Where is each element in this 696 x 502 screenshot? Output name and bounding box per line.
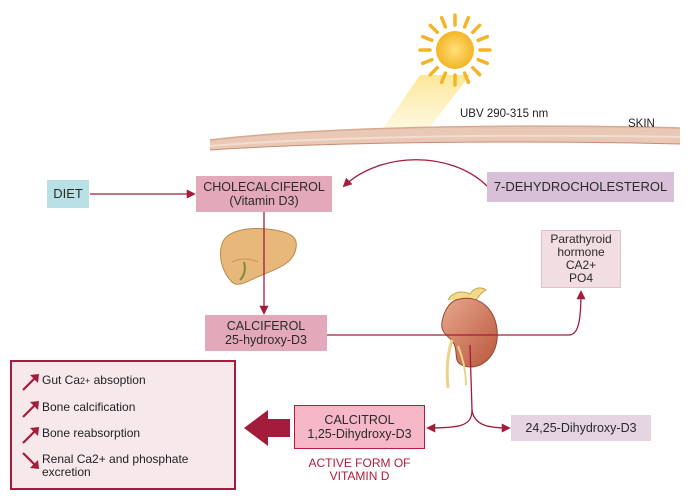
cholecalciferol-node: CHOLECALCIFEROL (Vitamin D3)	[196, 176, 332, 212]
arrow-kidney-to-24-25	[471, 409, 511, 433]
sun-ray	[470, 23, 482, 35]
sun-ray	[476, 57, 490, 66]
parathyroid-line-1: Parathyroid	[550, 231, 612, 246]
parathyroid-line-2: hormone	[557, 244, 605, 259]
skin-label: SKIN	[628, 118, 655, 130]
calciferol-title: CALCIFEROL	[226, 318, 306, 333]
cholecalciferol-subtitle: (Vitamin D3)	[229, 194, 299, 208]
uv-beam	[375, 75, 470, 140]
effect-gut-label: Gut Ca2+ absoption	[42, 373, 146, 387]
skin-layer	[209, 125, 681, 151]
dihydroxy-24-25-label: 24,25-Dihydroxy-D3	[525, 420, 637, 435]
sun-ray	[462, 71, 471, 85]
arrow-up-right-icon	[22, 401, 39, 418]
effect-renal-line-2: excretion	[42, 465, 91, 480]
uvb-wavelength-label: UBV 290-315 nm	[460, 108, 549, 120]
sun-ray	[439, 71, 448, 85]
arrow-calciferol-to-parathyroid	[327, 290, 586, 336]
diet-node: DIET	[47, 180, 89, 208]
calcitrol-node: CALCITROL 1,25-Dihydroxy-D3	[294, 405, 425, 449]
sun-icon	[418, 13, 492, 87]
effect-renal-line-1: Renal Ca2+ and phosphate	[42, 452, 189, 466]
dehydrocholesterol-label: 7-DEHYDROCHOLESTEROL	[493, 178, 668, 194]
sun-ray	[462, 15, 471, 29]
diet-label: DIET	[53, 185, 83, 201]
parathyroid-line-3: CA2+	[565, 258, 597, 272]
effect-bone-reabsorption-label: Bone reabsorption	[42, 426, 141, 440]
big-left-arrow-icon	[244, 410, 290, 446]
dehydrocholesterol-node: 7-DEHYDROCHOLESTEROL	[487, 172, 674, 202]
liver-icon	[219, 228, 297, 285]
parathyroid-line-4: PO4	[568, 271, 593, 286]
parathyroid-node: Parathyroid hormone CA2+ PO4	[541, 230, 621, 288]
calcitrol-subtitle: 1,25-Dihydroxy-D3	[307, 427, 412, 441]
sun-ray	[476, 34, 490, 43]
effects-panel: Gut Ca2+ absoption Bone calcification Bo…	[10, 360, 236, 490]
sun-ray	[420, 57, 434, 66]
calcitrol-title: CALCITROL	[324, 412, 395, 427]
sun-ray	[428, 65, 440, 77]
arrow-up-right-icon	[22, 374, 39, 391]
effect-bone-calcification-label: Bone calcification	[42, 400, 136, 414]
calciferol-node: CALCIFEROL 25-hydroxy-D3	[205, 315, 327, 351]
active-form-line-1: ACTIVE FORM OF	[308, 456, 411, 470]
sun-ray	[420, 34, 434, 43]
sun-ray	[439, 15, 448, 29]
sun-ray	[470, 65, 482, 77]
arrow-dehydro-to-cholecalciferol	[342, 159, 488, 188]
calciferol-subtitle: 25-hydroxy-D3	[225, 333, 307, 347]
active-form-line-2: VITAMIN D	[329, 469, 390, 484]
arrow-down-right-icon	[22, 452, 39, 469]
kidney-icon	[441, 287, 498, 389]
sun-ray	[428, 23, 440, 35]
arrow-up-right-icon	[22, 427, 39, 444]
dihydroxy-24-25-node: 24,25-Dihydroxy-D3	[511, 415, 651, 441]
cholecalciferol-title: CHOLECALCIFEROL	[203, 179, 325, 194]
active-form-caption: ACTIVE FORM OF VITAMIN D	[288, 456, 431, 484]
